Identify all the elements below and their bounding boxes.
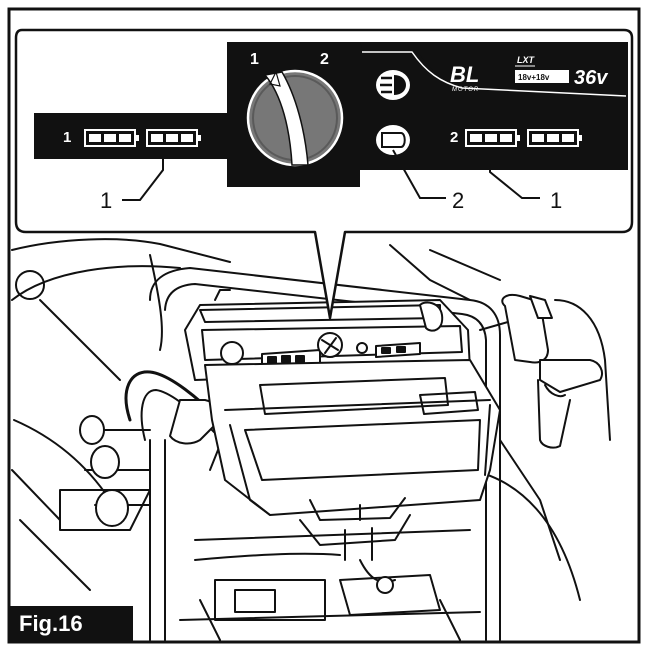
battery-cell — [470, 134, 482, 142]
light-switch-leader — [392, 149, 446, 199]
lxt-logo: LXT — [517, 55, 536, 65]
battery-cell — [119, 134, 131, 142]
right-battery-callout: 1 — [550, 188, 562, 213]
knob-position-2-label: 2 — [320, 51, 329, 68]
left-battery-leader — [122, 150, 164, 201]
figure-label: Fig.16 — [9, 606, 133, 642]
knob-arrow-icon — [269, 70, 281, 87]
left-battery-a-battery-icon — [84, 129, 139, 147]
machine-drawing — [11, 238, 611, 641]
knob-position-1-label: 1 — [250, 51, 259, 68]
left-battery-callout: 1 — [100, 188, 112, 213]
battery-cell — [532, 134, 544, 142]
lxt-battery-badge — [515, 70, 569, 83]
battery-cell — [166, 134, 178, 142]
battery-cell — [104, 134, 116, 142]
battery-cell — [181, 134, 193, 142]
right-battery-a-battery-icon — [465, 129, 520, 147]
right-battery-number: 2 — [450, 129, 458, 146]
headlight-icon — [376, 70, 410, 100]
battery-cell — [562, 134, 574, 142]
right-battery-b-battery-icon — [527, 129, 582, 147]
light-switch-callout: 2 — [452, 188, 464, 213]
right-panel-light-area — [360, 52, 628, 170]
battery-cell — [89, 134, 101, 142]
battery-cell — [547, 134, 559, 142]
battery-cell — [151, 134, 163, 142]
battery-cell — [485, 134, 497, 142]
voltage-label: 36v — [574, 67, 609, 89]
light-button[interactable] — [376, 125, 410, 155]
selector-knob[interactable] — [246, 69, 344, 167]
right-battery-leader — [489, 152, 540, 199]
bl-motor-logo-subtext: MOTOR — [452, 87, 479, 93]
lxt-battery-text: 18v+18v — [518, 73, 550, 82]
left-battery-b-battery-icon — [146, 129, 201, 147]
light-button-icon — [381, 132, 406, 148]
battery-cell — [500, 134, 512, 142]
left-battery-number: 1 — [63, 129, 71, 146]
bl-motor-logo: BL — [450, 62, 479, 87]
